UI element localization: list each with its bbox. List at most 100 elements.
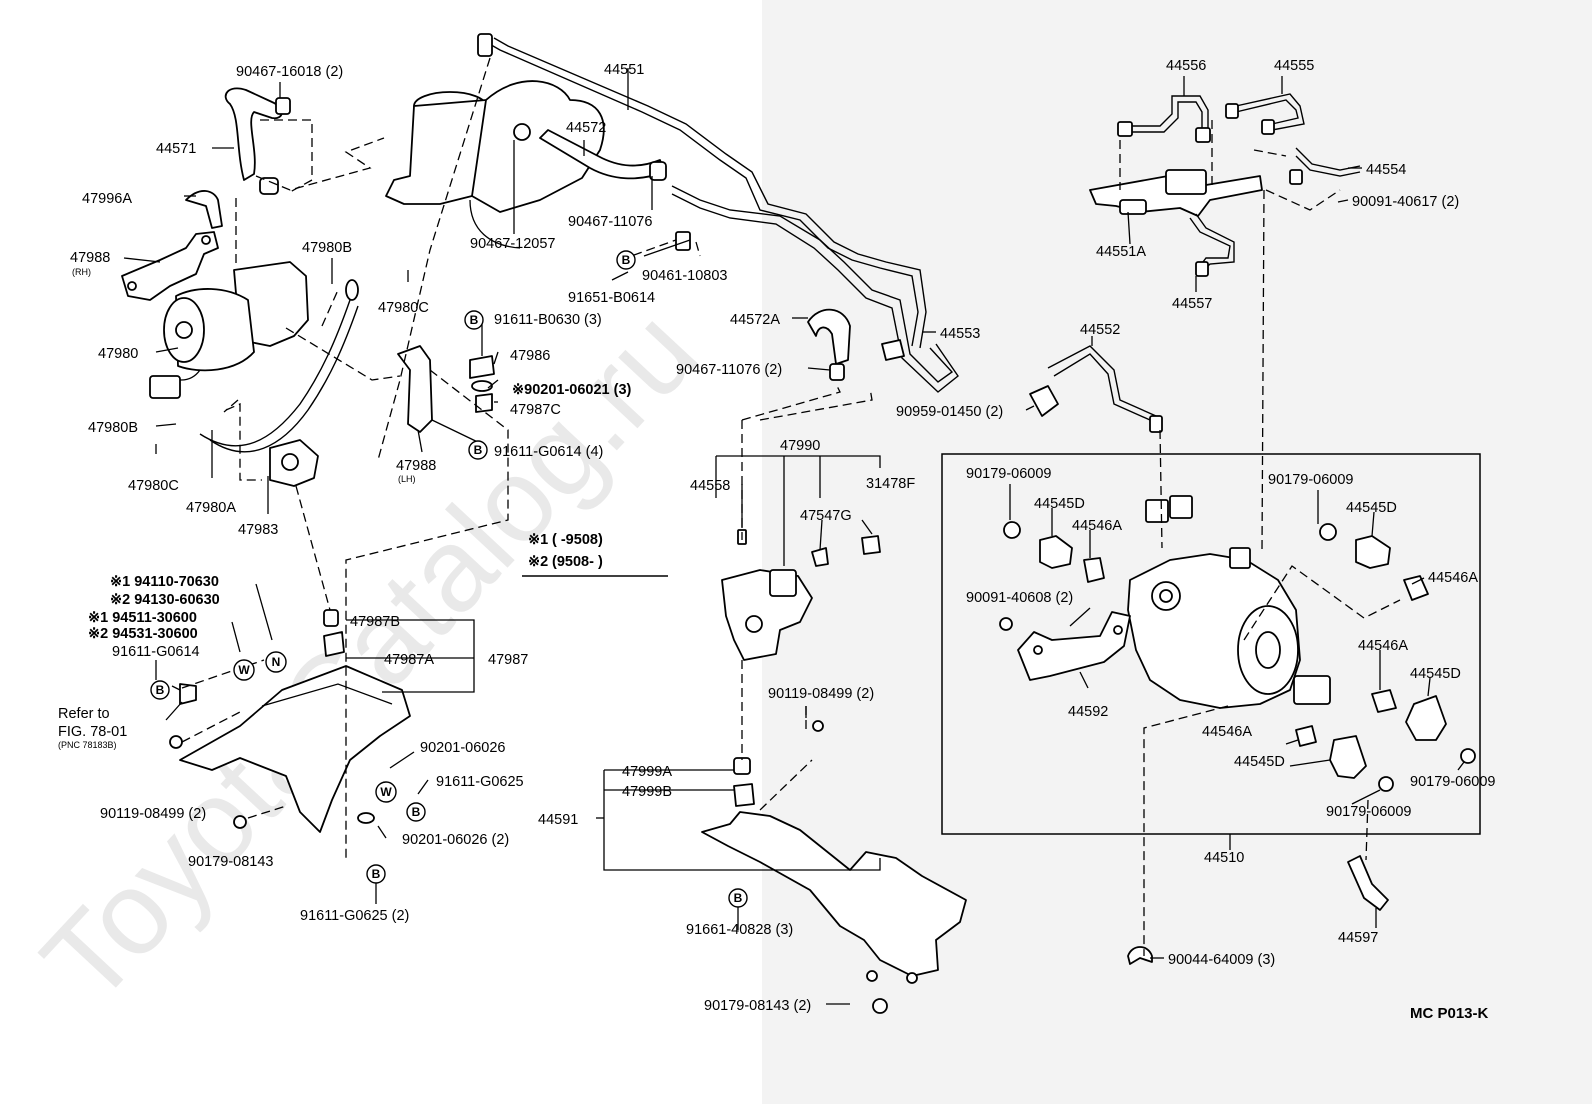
label-47990: 47990 <box>780 438 820 454</box>
figure-code: MC P013-K <box>1410 1005 1489 1022</box>
assy-box-44510 <box>941 453 1481 835</box>
dashed-lines <box>181 57 1401 956</box>
label-44551: 44551 <box>604 62 644 78</box>
hose-44572A <box>807 308 905 381</box>
clamp-90044-64009 <box>1127 946 1153 965</box>
label-47986: 47986 <box>510 348 550 364</box>
brake-pipe-44556 <box>1117 95 1211 143</box>
symbol-b-3: B <box>468 440 488 460</box>
label-47987C: 47987C <box>510 402 561 418</box>
clip-90959-01450 <box>1029 385 1059 417</box>
symbol-b-1: B <box>616 250 636 270</box>
label-47980B-1: 47980B <box>302 240 352 256</box>
applicability-range-2: (9508- ) <box>552 554 603 570</box>
svg-text:W: W <box>238 663 250 677</box>
label-44557: 44557 <box>1172 296 1212 312</box>
brake-pipe-44551 <box>477 33 927 349</box>
bracket-47988-lh <box>397 345 433 433</box>
label-44510: 44510 <box>1204 850 1244 866</box>
label-44591: 44591 <box>538 812 578 828</box>
junction-block-44551A <box>1089 169 1263 217</box>
label-44571: 44571 <box>156 141 196 157</box>
label-90119-08499-mid: 90119-08499 (2) <box>768 686 874 702</box>
svg-text:B: B <box>622 253 631 267</box>
label-44556: 44556 <box>1166 58 1206 74</box>
label-90179-08143: 90179-08143 <box>188 854 273 870</box>
label-91611-G0614-4: 91611-G0614 (4) <box>494 444 603 460</box>
valves-left <box>999 521 1105 631</box>
svg-text:N: N <box>272 655 281 669</box>
label-44555: 44555 <box>1274 58 1314 74</box>
label-90467-12057: 90467-12057 <box>470 236 555 252</box>
symbol-b-6: B <box>366 864 386 884</box>
label-lh: (LH) <box>398 474 416 484</box>
label-47987: 47987 <box>488 652 528 668</box>
label-47999B: 47999B <box>622 784 672 800</box>
label-47983: 47983 <box>238 522 278 538</box>
abs-actuator-44510 <box>1127 495 1331 709</box>
label-47980B-2: 47980B <box>88 420 138 436</box>
symbol-b-5: B <box>406 802 426 822</box>
label-90091-40608: 90091-40608 (2) <box>966 590 1073 606</box>
label-44545D-d: 44545D <box>1234 754 1285 770</box>
bracket-47996A <box>185 190 223 229</box>
label-44546A-d: 44546A <box>1202 724 1252 740</box>
label-94511-30600: ※1 94511-30600 <box>88 610 197 626</box>
svg-text:B: B <box>372 867 381 881</box>
label-44572A: 44572A <box>730 312 780 328</box>
label-90179-06009-b: 90179-06009 <box>1268 472 1353 488</box>
label-94130-60630: ※2 94130-60630 <box>110 592 220 608</box>
symbol-w-1: W <box>233 659 255 681</box>
grommet-set-47986 <box>469 355 495 413</box>
svg-text:B: B <box>470 313 479 327</box>
symbol-b-4: B <box>150 680 170 700</box>
svg-text:B: B <box>734 891 743 905</box>
label-91611-B0630: 91611-B0630 (3) <box>494 312 602 328</box>
label-44572: 44572 <box>566 120 606 136</box>
label-91611-G0625-2: 91611-G0625 (2) <box>300 908 409 924</box>
label-90201-06026: 90201-06026 <box>420 740 505 756</box>
applicability-legend: ※1 ( -9508) ※2 (9508- ) <box>522 532 668 577</box>
label-47988-lh: 47988 <box>396 458 436 474</box>
brake-pipe-44557 <box>1189 213 1235 277</box>
applicability-range-1: ( -9508) <box>552 532 603 548</box>
label-90461-10803: 90461-10803 <box>642 268 727 284</box>
label-refer-fig: FIG. 78-01 <box>58 724 127 740</box>
label-90467-11076: 90467-11076 <box>568 214 652 230</box>
label-rh: (RH) <box>72 267 91 277</box>
label-44546A-b: 44546A <box>1428 570 1478 586</box>
bracket-47988-rh <box>121 231 219 301</box>
label-44551A: 44551A <box>1096 244 1146 260</box>
label-47988-rh: 47988 <box>70 250 110 266</box>
label-44554: 44554 <box>1366 162 1406 178</box>
abs-actuator-pump-47980 <box>149 261 309 399</box>
label-90467-11076-2: 90467-11076 (2) <box>676 362 782 378</box>
symbol-n-1: N <box>265 651 287 673</box>
svg-text:B: B <box>474 443 483 457</box>
sensor-47983 <box>269 439 319 487</box>
label-44546A-a: 44546A <box>1072 518 1122 534</box>
brake-pipe-44553 <box>671 185 959 393</box>
leader-lines <box>123 68 1465 1005</box>
label-44553: 44553 <box>940 326 980 342</box>
label-44592: 44592 <box>1068 704 1108 720</box>
label-47987B: 47987B <box>350 614 400 630</box>
label-47547G: 47547G <box>800 508 852 524</box>
label-47999A: 47999A <box>622 764 672 780</box>
part-labels: 90467-16018 (2) 44571 47996A 47988 (RH) … <box>58 58 1495 1014</box>
applicability-mark-2: ※2 <box>528 554 548 570</box>
label-94531-30600: ※2 94531-30600 <box>88 626 198 642</box>
label-44558: 44558 <box>690 478 730 494</box>
brake-pipe-44552 <box>1047 345 1163 433</box>
label-90179-06009-d: 90179-06009 <box>1326 804 1411 820</box>
symbol-w-2: W <box>375 781 397 803</box>
label-44597: 44597 <box>1338 930 1378 946</box>
svg-text:W: W <box>380 785 392 799</box>
bracket-44591 <box>701 720 967 1014</box>
bracket-44592 <box>1017 611 1131 681</box>
brake-hose-47980A <box>199 279 359 453</box>
label-90201-06026-2: 90201-06026 (2) <box>402 832 509 848</box>
label-90201-06021: ※90201-06021 (3) <box>512 382 632 398</box>
label-47987A: 47987A <box>384 652 434 668</box>
svg-text:B: B <box>156 683 165 697</box>
